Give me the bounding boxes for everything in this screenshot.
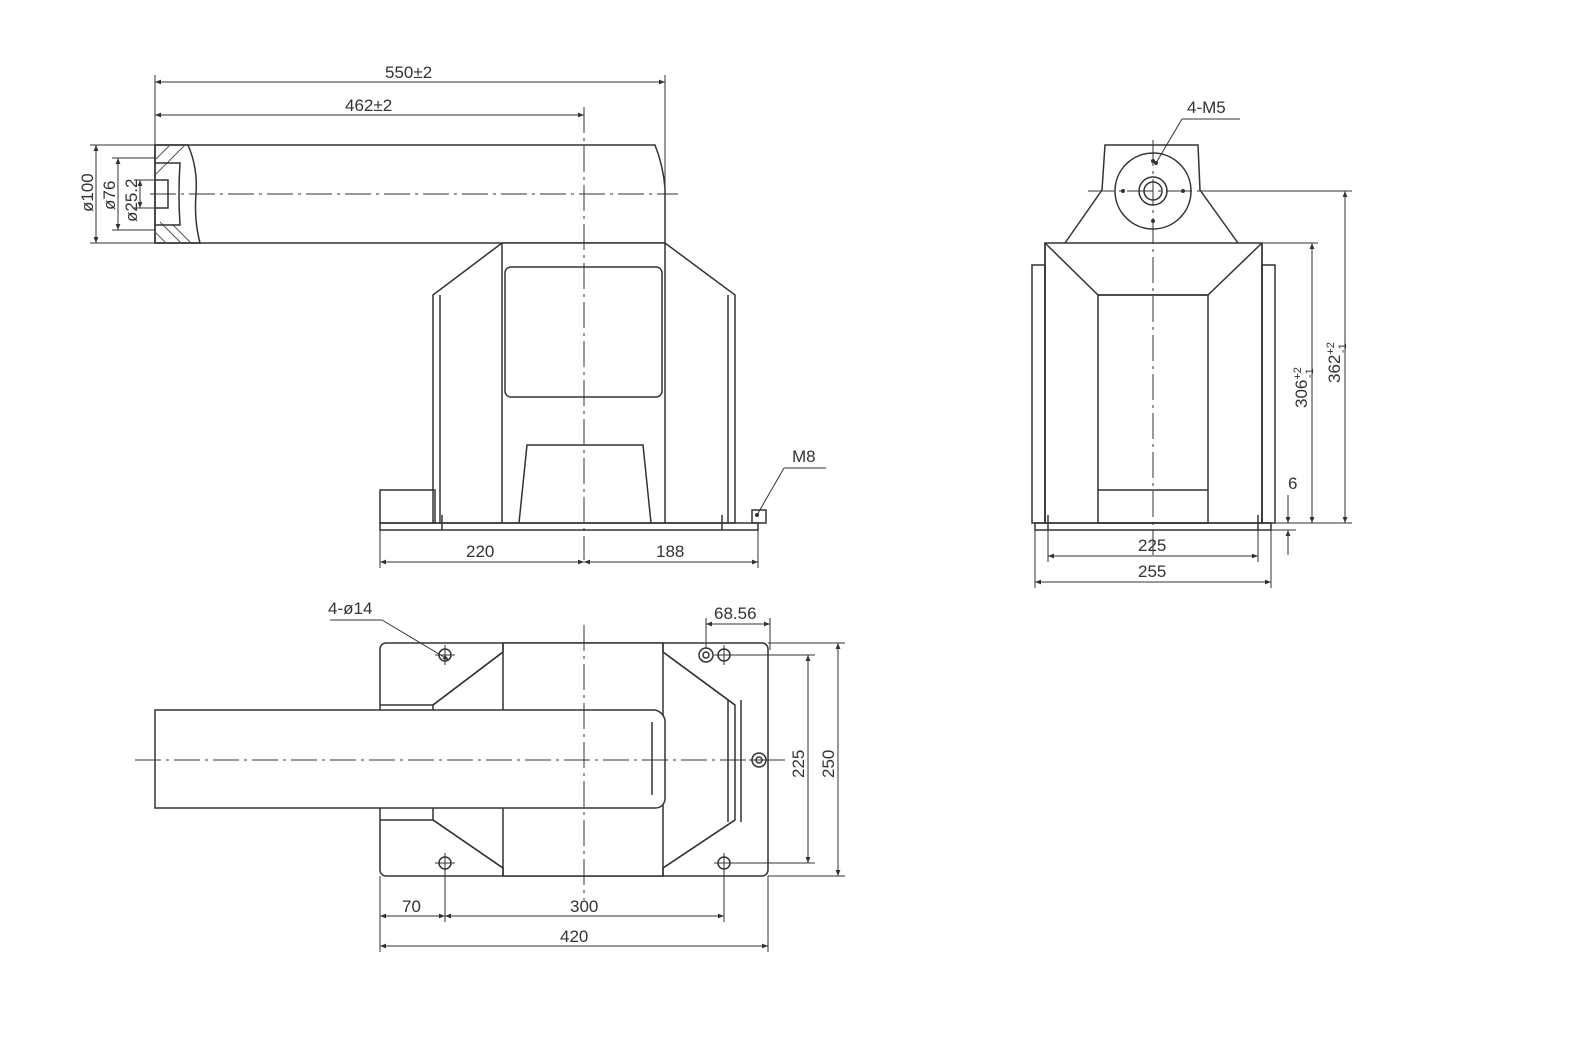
dim-hole-spacing-y: 225 <box>789 750 808 778</box>
dim-left-base: 220 <box>466 542 494 561</box>
m8-terminal <box>751 509 767 524</box>
front-left-foot <box>379 489 436 524</box>
front-view: M8 550±2 462±2 ø100 ø76 ø25.2 220 188 <box>78 63 826 568</box>
dim-terminal-offset: 68.56 <box>714 604 757 623</box>
dim-height-inner: 306+2-1 <box>1292 367 1316 408</box>
dim-base-width: 255 <box>1138 562 1166 581</box>
dim-inner-diameter: ø25.2 <box>122 179 141 222</box>
dim-right-base: 188 <box>656 542 684 561</box>
dim-overall-length: 550±2 <box>385 63 432 82</box>
front-busbar <box>154 144 666 244</box>
dim-hole-spacing-x: 300 <box>570 897 598 916</box>
dim-base-thickness: 6 <box>1288 474 1297 493</box>
side-terminal-head <box>1064 144 1239 244</box>
top-view: 4-ø14 68.56 225 250 70 300 420 <box>135 599 845 952</box>
mount-holes-label: 4-ø14 <box>328 599 372 618</box>
side-view: 4-M5 306+2-1 362+2-1 6 225 <box>1031 98 1352 588</box>
dim-mid-diameter: ø76 <box>100 181 119 210</box>
tapped-holes-label: 4-M5 <box>1187 98 1226 117</box>
dim-hole-span: 225 <box>1138 536 1166 555</box>
dim-height-total: 362+2-1 <box>1325 342 1349 383</box>
dim-center-distance: 462±2 <box>345 96 392 115</box>
dim-edge-to-hole: 70 <box>402 897 421 916</box>
dim-outer-diameter: ø100 <box>78 173 97 212</box>
mount-hole-top-left <box>435 645 455 665</box>
thread-label: M8 <box>792 447 816 466</box>
front-arch <box>518 444 652 524</box>
dim-base-depth: 250 <box>819 750 838 778</box>
top-busbar <box>154 709 666 809</box>
dim-base-length: 420 <box>560 927 588 946</box>
ground-terminal-top <box>698 647 714 663</box>
front-base-plate <box>379 522 759 531</box>
